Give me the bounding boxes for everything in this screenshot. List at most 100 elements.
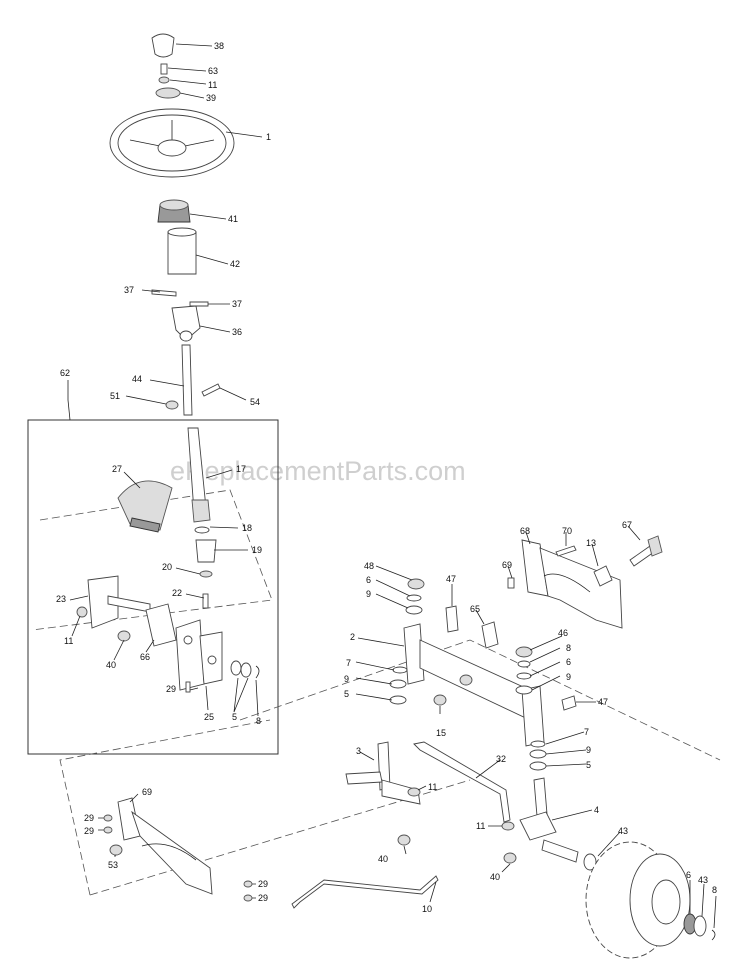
part-7b-washer <box>530 740 546 748</box>
callout-11: 11 <box>208 80 217 90</box>
part-46-cap <box>515 646 533 658</box>
part-68-bracket-plate <box>521 539 623 629</box>
frame-dashed-outline <box>31 489 721 896</box>
part-8b-washer <box>517 660 531 668</box>
callout-48: 48 <box>364 561 374 571</box>
part-23-pivot-bracket <box>87 575 151 629</box>
callout-7-right: 7 <box>584 727 589 737</box>
part-4-right-spindle <box>519 777 579 863</box>
part-36-bracket <box>171 305 201 342</box>
wheel-tire <box>585 841 691 959</box>
part-18-washer <box>194 526 210 534</box>
part-69b-frame-bracket <box>117 797 213 895</box>
callout-37-right: 37 <box>232 299 242 309</box>
callout-8-box: 8 <box>256 716 261 726</box>
part-40a-nut <box>117 630 131 642</box>
part-67-bolt <box>629 535 663 567</box>
callout-37-left: 37 <box>124 285 134 295</box>
callout-25: 25 <box>204 712 214 722</box>
part-53-nut <box>109 844 123 856</box>
part-8a-clip <box>255 665 260 679</box>
part-29d-screw <box>243 880 253 888</box>
callout-9-left: 9 <box>344 674 349 684</box>
part-43a-washer <box>583 853 597 871</box>
callout-54: 54 <box>250 397 260 407</box>
callout-9-left-top: 9 <box>366 589 371 599</box>
callout-8-right: 8 <box>566 643 571 653</box>
callout-6-right: 6 <box>566 657 571 667</box>
callout-67: 67 <box>622 520 632 530</box>
part-32-tie-rod <box>413 741 511 823</box>
part-9b-washer <box>389 679 407 689</box>
callout-1: 1 <box>266 132 271 142</box>
callout-40-left: 40 <box>378 854 388 864</box>
callout-63: 63 <box>208 66 218 76</box>
part-47a-bolt <box>445 605 459 633</box>
callout-17: 17 <box>236 464 246 474</box>
callout-10: 10 <box>422 904 432 914</box>
part-13-spacer <box>593 565 613 587</box>
callout-8-wheel: 8 <box>712 885 717 895</box>
callout-3: 3 <box>356 746 361 756</box>
callout-68: 68 <box>520 526 530 536</box>
part-39-washer <box>155 87 181 99</box>
callout-27: 27 <box>112 464 122 474</box>
callout-4: 4 <box>594 805 599 815</box>
callout-29-box: 29 <box>166 684 176 694</box>
callout-43-top: 43 <box>618 826 628 836</box>
callout-5-right: 5 <box>586 760 591 770</box>
callout-39: 39 <box>206 93 216 103</box>
part-51-nut <box>165 400 179 410</box>
part-29a-screw <box>185 681 191 693</box>
part-11b-nut <box>76 606 88 618</box>
part-29c-screw <box>103 826 113 834</box>
part-42-sleeve <box>167 227 197 275</box>
part-54-bolt <box>201 383 221 397</box>
part-44-shaft <box>181 344 193 416</box>
part-9d-washer <box>529 749 547 759</box>
part-37-bolt-left <box>151 289 177 297</box>
callout-53: 53 <box>108 860 118 870</box>
callout-62: 62 <box>60 368 70 378</box>
callout-13: 13 <box>586 538 596 548</box>
part-6b-washer <box>516 672 532 680</box>
callout-2: 2 <box>350 632 355 642</box>
callout-7-left: 7 <box>346 658 351 668</box>
callout-69-frame: 69 <box>142 787 152 797</box>
callout-46: 46 <box>558 628 568 638</box>
callout-29-frame-b: 29 <box>84 826 94 836</box>
callout-23: 23 <box>56 594 66 604</box>
leader-lines <box>67 43 717 929</box>
part-17-steering-shaft <box>187 427 211 523</box>
part-2-axle <box>403 623 545 747</box>
part-41-adapter <box>157 199 191 223</box>
part-22-screw <box>202 593 209 609</box>
callout-40-box: 40 <box>106 660 116 670</box>
callout-29-frame-a: 29 <box>84 813 94 823</box>
part-63-screw <box>160 63 168 75</box>
part-70-bolt <box>555 545 577 557</box>
part-9c-washer <box>515 685 533 695</box>
callout-11-box: 11 <box>64 636 73 646</box>
part-29e-screw <box>243 894 253 902</box>
callout-19: 19 <box>252 545 262 555</box>
part-5b-washer <box>389 695 407 705</box>
part-48-cap <box>407 578 425 590</box>
part-5a-washer <box>230 660 242 676</box>
callout-9-right: 9 <box>586 745 591 755</box>
callout-20: 20 <box>162 562 172 572</box>
part-27-sector-gear <box>117 480 173 533</box>
callout-22: 22 <box>172 588 182 598</box>
part-40c-nut <box>503 852 517 864</box>
part-8c-clip <box>711 929 716 941</box>
callout-labels: 38 63 11 39 1 41 42 37 37 36 62 44 51 54… <box>56 41 717 914</box>
part-69-pin <box>507 577 515 589</box>
part-19-bushing <box>195 539 217 563</box>
part-10-drag-link <box>291 875 439 909</box>
callout-29-frame-c: 29 <box>258 879 268 889</box>
part-47b-bolt <box>561 695 577 711</box>
part-20-nut <box>199 570 213 578</box>
callout-6-wheel: 6 <box>686 870 691 880</box>
callout-36: 36 <box>232 327 242 337</box>
part-37-bolt-right <box>189 301 209 307</box>
